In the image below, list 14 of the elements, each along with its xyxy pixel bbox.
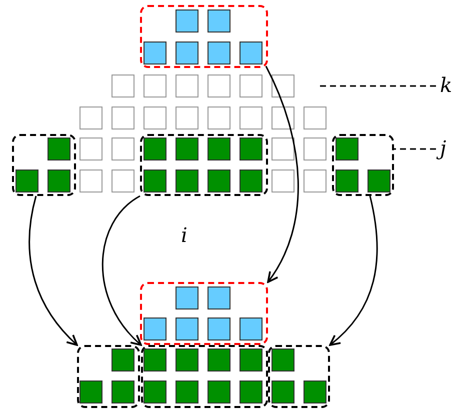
square-group: [268, 345, 330, 408]
variable-label: k: [440, 74, 452, 96]
square-group: [12, 134, 76, 196]
square-group: [140, 134, 268, 196]
square-group: [140, 5, 268, 68]
square-group: [141, 345, 268, 408]
square-group: [77, 345, 140, 408]
square-group: [140, 282, 268, 345]
arrow: [329, 196, 378, 346]
arrow: [28, 196, 78, 346]
arrow: [102, 195, 142, 346]
leader-line: [394, 148, 436, 150]
variable-label: i: [181, 224, 188, 246]
square-group: [332, 134, 394, 196]
